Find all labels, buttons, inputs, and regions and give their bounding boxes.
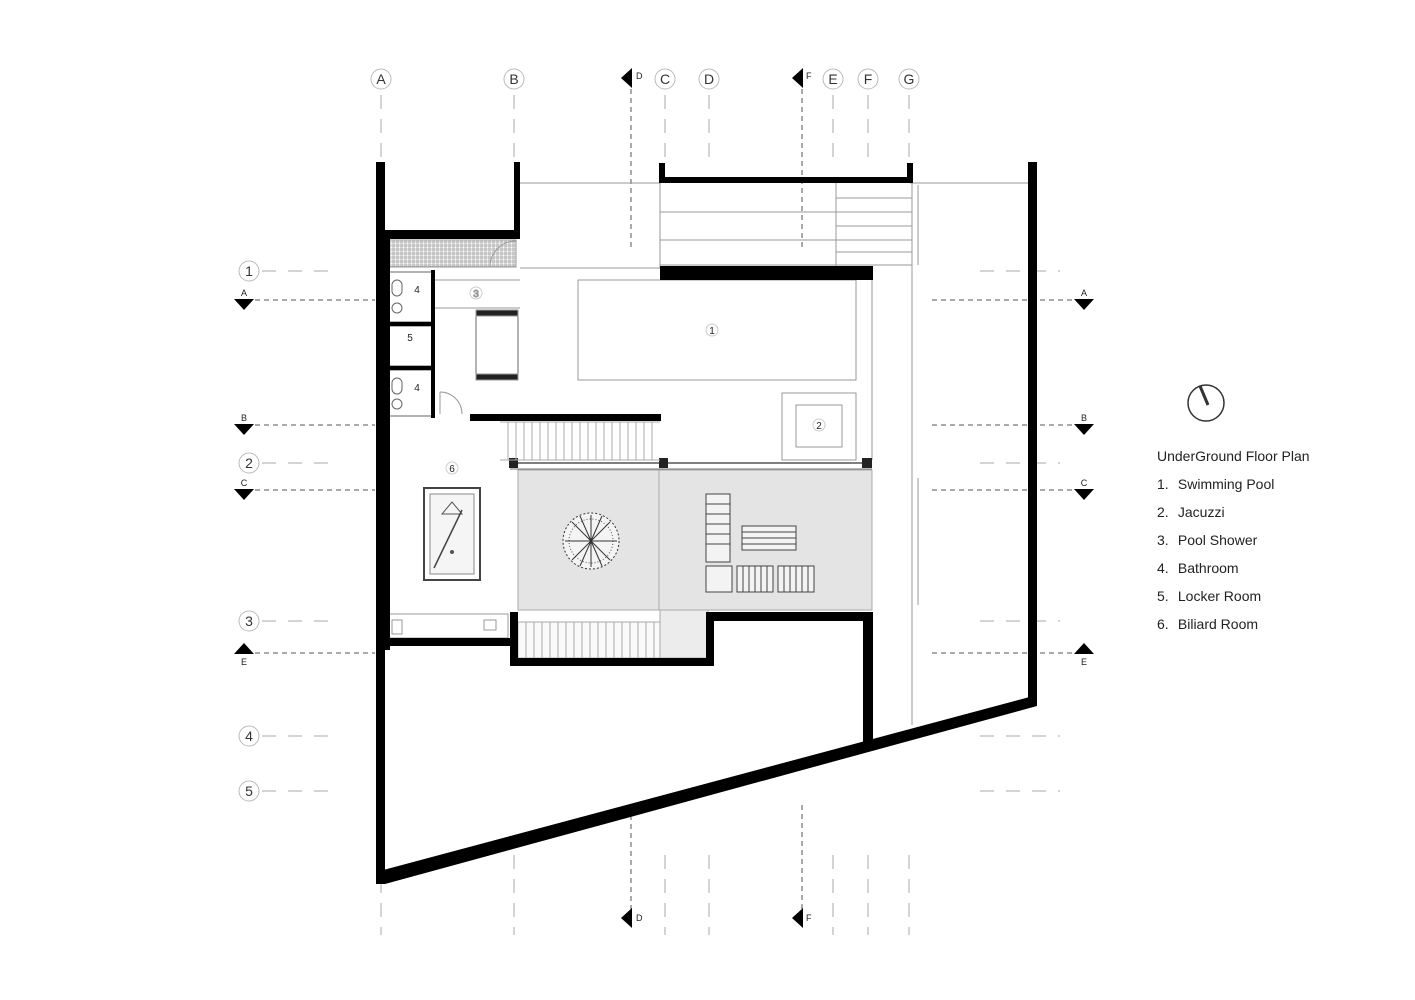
svg-text:D: D xyxy=(704,71,714,87)
section-marker-b-left: B xyxy=(234,413,254,435)
legend-item: 1. Swimming Pool xyxy=(1157,476,1275,492)
section-marker-c-left: C xyxy=(234,478,254,500)
section-marker-f-bottom: F xyxy=(792,908,812,928)
row-grid-lines xyxy=(262,270,1060,792)
grid-bubble-5: 5 xyxy=(238,780,260,802)
svg-text:1: 1 xyxy=(709,326,715,337)
section-marker-d-bottom: D xyxy=(621,908,643,928)
svg-text:4: 4 xyxy=(414,383,420,394)
svg-text:A: A xyxy=(241,288,247,298)
section-marker-b-right: B xyxy=(1074,413,1094,435)
hatched-entry xyxy=(387,239,517,268)
svg-text:1: 1 xyxy=(245,263,253,279)
svg-text:A: A xyxy=(1081,288,1087,298)
legend-item: 6. Biliard Room xyxy=(1157,616,1259,632)
lounge-furniture xyxy=(705,493,815,593)
tree-icon xyxy=(562,512,620,570)
svg-text:B: B xyxy=(241,413,247,423)
svg-text:F: F xyxy=(806,71,812,81)
svg-text:5: 5 xyxy=(407,333,413,344)
bathroom-locker-area: 4 5 4 xyxy=(387,270,435,418)
horizontal-section-lines xyxy=(255,299,1075,654)
svg-text:G: G xyxy=(904,71,915,87)
svg-text:C: C xyxy=(1081,478,1088,488)
grid-bubble-2: 2 xyxy=(238,452,260,474)
svg-text:D: D xyxy=(636,913,643,923)
section-marker-d-top: D xyxy=(621,68,643,88)
plan-legend: UnderGround Floor Plan 1. Swimming Pool … xyxy=(1157,446,1310,642)
svg-text:2: 2 xyxy=(245,455,253,471)
grid-bubble-f: F xyxy=(857,68,879,90)
grid-bubble-g: G xyxy=(898,68,920,90)
thin-building-lines xyxy=(520,182,1030,725)
jacuzzi: 2 xyxy=(781,392,857,461)
pool-table-icon xyxy=(423,487,481,581)
grid-bubble-c: C xyxy=(654,68,676,90)
svg-text:B: B xyxy=(1081,413,1087,423)
grid-bubble-3: 3 xyxy=(238,610,260,632)
section-marker-a-left: A xyxy=(234,288,254,310)
walls xyxy=(376,162,1037,884)
svg-text:3: 3 xyxy=(245,613,253,629)
svg-text:D: D xyxy=(636,71,643,81)
section-marker-e-left: E xyxy=(234,643,254,667)
row-grid-bubbles: 1 2 3 4 5 xyxy=(238,260,260,802)
svg-text:A: A xyxy=(376,71,386,87)
svg-text:4: 4 xyxy=(245,728,253,744)
patio xyxy=(509,458,873,611)
svg-text:B: B xyxy=(509,71,518,87)
svg-text:2: 2 xyxy=(816,421,822,432)
room-legend-list: 1. Swimming Pool 2. Jacuzzi 3. Pool Show… xyxy=(1157,474,1310,642)
pool-shower-area: 3 xyxy=(433,279,520,415)
column-grid-lines xyxy=(380,95,910,935)
grid-bubble-1: 1 xyxy=(238,260,260,282)
section-markers: A A B B C C E E D D F F xyxy=(234,68,1094,928)
svg-text:F: F xyxy=(806,913,812,923)
grid-bubble-e: E xyxy=(822,68,844,90)
section-marker-c-right: C xyxy=(1074,478,1094,500)
svg-text:6: 6 xyxy=(449,464,455,475)
svg-text:3: 3 xyxy=(473,289,479,300)
grid-bubble-a: A xyxy=(370,68,392,90)
svg-text:C: C xyxy=(241,478,248,488)
svg-text:E: E xyxy=(828,71,837,87)
svg-text:4: 4 xyxy=(414,285,420,296)
legend-item: 5. Locker Room xyxy=(1157,588,1262,604)
svg-text:5: 5 xyxy=(245,783,253,799)
section-marker-e-right: E xyxy=(1074,643,1094,667)
section-marker-a-right: A xyxy=(1074,288,1094,310)
column-grid-bubbles: A B C D E F G xyxy=(370,68,920,90)
vertical-section-lines xyxy=(630,80,803,915)
lower-stairs xyxy=(517,609,709,659)
legend-item: 4. Bathroom xyxy=(1157,560,1239,576)
billiard-room: 6 xyxy=(387,461,509,639)
svg-text:C: C xyxy=(660,71,670,87)
svg-text:E: E xyxy=(241,657,247,667)
swimming-pool: 1 xyxy=(577,279,857,381)
grid-bubble-b: B xyxy=(503,68,525,90)
legend-item: 3. Pool Shower xyxy=(1157,532,1258,548)
grid-bubble-d: D xyxy=(698,68,720,90)
svg-text:F: F xyxy=(864,71,873,87)
grid-bubble-4: 4 xyxy=(238,725,260,747)
plan-title: UnderGround Floor Plan xyxy=(1157,448,1310,464)
section-marker-f-top: F xyxy=(792,68,812,88)
north-arrow-icon xyxy=(1187,384,1225,422)
upper-stairs xyxy=(500,421,660,461)
legend-item: 2. Jacuzzi xyxy=(1157,504,1225,520)
svg-text:E: E xyxy=(1081,657,1087,667)
